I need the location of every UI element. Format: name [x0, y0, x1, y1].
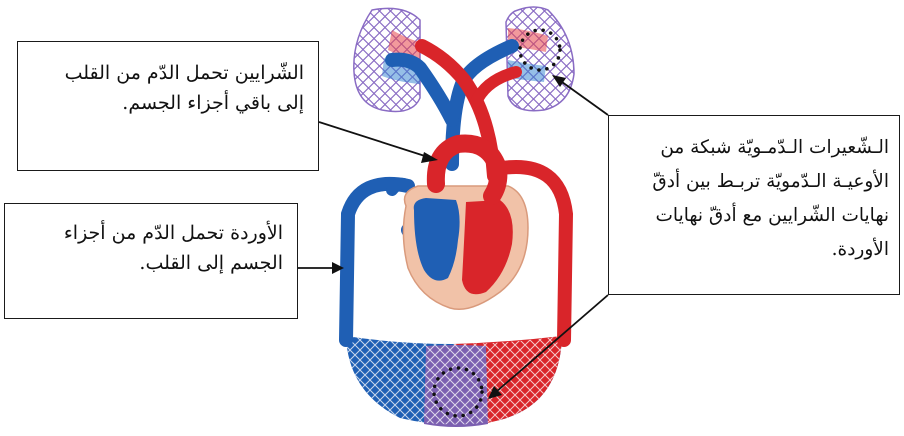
- body-capillary-highlight: [432, 366, 484, 418]
- arteries-label-line-2: إلى باقي أجزاء الجسم.: [122, 92, 304, 114]
- inferior-vena-cava: [386, 177, 414, 196]
- pointer-arrows: [298, 75, 609, 399]
- capillaries-label-line-2: الأوعيـة الـدّمويّة تربـط بين أدقّ: [652, 171, 889, 192]
- arteries-label-box: الشّرايين تحمل الدّم من القلب إلى باقي أ…: [17, 41, 319, 171]
- veins-label-line-2: الجسم إلى القلب.: [139, 252, 283, 274]
- capillaries-label-line-3: نهايات الشّرايين مع أدقّ نهايات: [655, 205, 889, 226]
- right-lung: [505, 6, 575, 112]
- capillaries-label-line-4: الأوردة.: [831, 239, 889, 260]
- arteries-label-line-1: الشّرايين تحمل الدّم من القلب: [64, 62, 304, 84]
- lung-capillary-highlight: [518, 28, 562, 72]
- veins-label-box: الأوردة تحمل الدّم من أجزاء الجسم إلى ال…: [4, 203, 298, 319]
- systemic-artery: [495, 160, 574, 347]
- capillaries-label-line-1: الـشّعيرات الـدّمـويّة شبكة من: [660, 137, 889, 158]
- capillaries-label-box: الـشّعيرات الـدّمـويّة شبكة من الأوعيـة …: [608, 115, 900, 295]
- veins-label-line-1: الأوردة تحمل الدّم من أجزاء: [63, 222, 283, 244]
- body-capillary-bed: [346, 336, 562, 427]
- heart: [402, 134, 529, 310]
